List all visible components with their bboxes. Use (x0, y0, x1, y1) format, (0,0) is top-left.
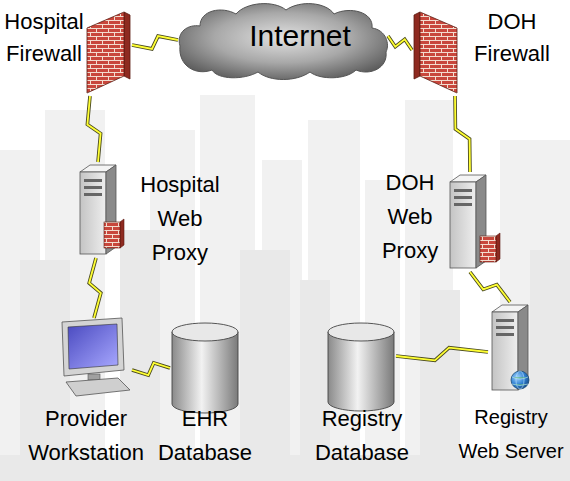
node-label: DOH Web Proxy (382, 166, 438, 268)
monitor-stand (88, 374, 100, 380)
link-bolt (132, 36, 178, 49)
network-link (89, 258, 101, 318)
firewall-badge (480, 236, 496, 262)
firewall-node: DOH Firewall (412, 12, 460, 96)
keyboard (66, 378, 130, 396)
workstation: Provider Workstation (56, 318, 132, 398)
monitor-screen (68, 324, 118, 369)
server-front (450, 182, 476, 268)
globe-badge (511, 371, 529, 389)
drive-slot (84, 179, 102, 182)
web-server: Registry Web Server (488, 302, 544, 394)
network-link (132, 363, 170, 375)
server-front (80, 172, 106, 254)
firewall-node: Hospital Firewall (84, 12, 132, 96)
drive-slot (496, 326, 514, 329)
link-bolt (470, 272, 510, 302)
link-outline (455, 96, 470, 172)
network-link (132, 36, 178, 49)
cylinder-body (328, 332, 394, 411)
link-outline (388, 36, 412, 50)
link-bolt (455, 96, 470, 172)
cylinder-body (172, 332, 238, 413)
firewall-badge-side (120, 219, 124, 248)
proxy-server: DOH Web Proxy (446, 172, 502, 272)
drive-slot (496, 319, 514, 322)
database: Registry Database (326, 322, 396, 412)
link-bolt (396, 348, 488, 361)
link-outline (470, 272, 510, 302)
network-link (396, 348, 488, 361)
link-bolt (132, 363, 170, 375)
database-icon (170, 322, 240, 414)
drive-slot (84, 186, 102, 189)
skyline-buildings (0, 230, 570, 481)
network-link (388, 36, 412, 50)
link-outline (89, 258, 101, 318)
node-label: DOH Firewall (474, 6, 550, 70)
firewall-side (414, 12, 420, 79)
link-outline (396, 348, 488, 361)
cylinder-top (172, 323, 238, 341)
proxy-server-icon (446, 172, 502, 272)
drive-slot (454, 189, 472, 192)
monitor-bezel (62, 318, 124, 376)
drive-slot (496, 333, 514, 336)
internet-cloud: Internet (178, 2, 388, 78)
firewall-wall (420, 12, 457, 93)
firewall-wall (87, 12, 124, 93)
link-outline (132, 36, 178, 49)
link-bolt (388, 36, 412, 50)
globe-meridian (516, 371, 524, 389)
node-label: Registry Database (315, 402, 409, 470)
proxy-server: Hospital Web Proxy (76, 162, 126, 258)
node-label: EHR Database (158, 402, 252, 470)
firewall-node-icon (84, 12, 132, 96)
network-link (470, 272, 510, 302)
link-bolt (89, 258, 101, 318)
network-link (87, 96, 100, 162)
web-server-icon (488, 302, 544, 394)
firewall-badge-side (496, 233, 500, 262)
skyline-buildings (0, 95, 570, 481)
drive-slot (84, 193, 102, 196)
network-link (455, 96, 470, 172)
workstation-icon (56, 318, 132, 398)
globe-land (512, 377, 528, 386)
firewall-side (124, 12, 130, 79)
drive-slot (454, 203, 472, 206)
cloud-shape (179, 4, 387, 80)
cylinder-top (328, 323, 394, 341)
link-outline (132, 363, 170, 375)
drive-slot (454, 196, 472, 199)
firewall-badge (104, 222, 120, 248)
database: EHR Database (170, 322, 240, 414)
link-outline (87, 96, 100, 162)
node-label: Hospital Web Proxy (140, 168, 219, 270)
link-bolt (87, 96, 100, 162)
node-label: Hospital Firewall (4, 6, 83, 70)
proxy-server-icon (76, 162, 126, 258)
node-label: Provider Workstation (28, 402, 144, 470)
firewall-node-icon (412, 12, 460, 96)
database-icon (326, 322, 396, 412)
node-label: Internet (249, 18, 351, 54)
node-label: Registry Web Server (455, 400, 567, 468)
